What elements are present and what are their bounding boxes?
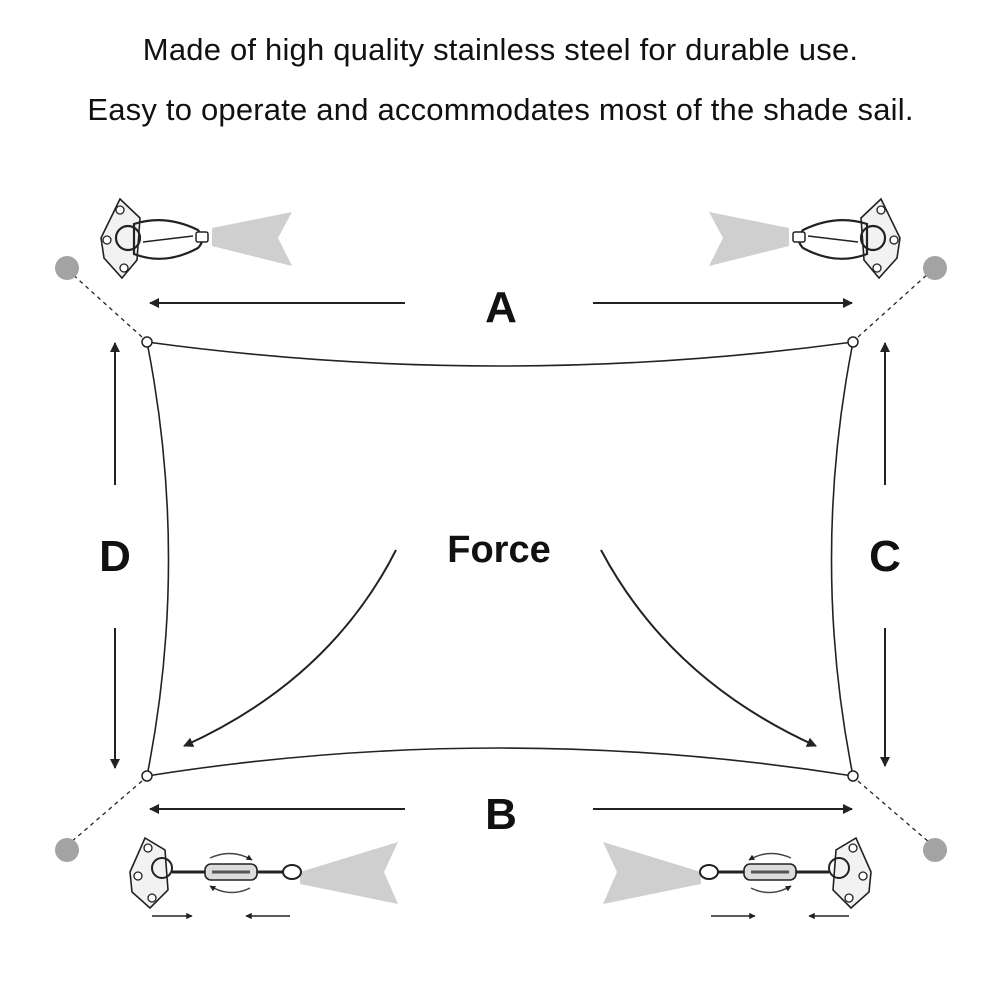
- snap-hook-pad-eye-icon: [100, 197, 292, 280]
- sail-corner-ring: [847, 770, 859, 782]
- sail-corner-ring: [141, 336, 153, 348]
- snap-hook-pad-eye-icon: [709, 197, 901, 280]
- anchor-point: [923, 256, 947, 280]
- sail-corner-ring: [141, 770, 153, 782]
- turnbuckle-pad-eye-icon: [603, 836, 872, 920]
- tension-line: [857, 780, 931, 844]
- force-label: Force: [447, 529, 550, 571]
- sail-corner-ring: [847, 336, 859, 348]
- headline-line-1: Made of high quality stainless steel for…: [142, 32, 859, 67]
- headline-line-2: Easy to operate and accommodates most of…: [87, 92, 914, 127]
- tension-line: [69, 271, 143, 338]
- turnbuckle-pad-eye-icon: [129, 836, 398, 920]
- force-arrow-right: [600, 549, 817, 747]
- anchor-point: [55, 838, 79, 862]
- anchor-point: [923, 838, 947, 862]
- force-arrow-left: [183, 549, 397, 747]
- tension-line: [69, 780, 143, 844]
- side-label-c: C: [869, 532, 901, 581]
- tension-line: [857, 271, 931, 338]
- side-label-a: A: [485, 283, 517, 332]
- side-label-b: B: [485, 790, 517, 839]
- side-label-d: D: [99, 532, 131, 581]
- anchor-point: [55, 256, 79, 280]
